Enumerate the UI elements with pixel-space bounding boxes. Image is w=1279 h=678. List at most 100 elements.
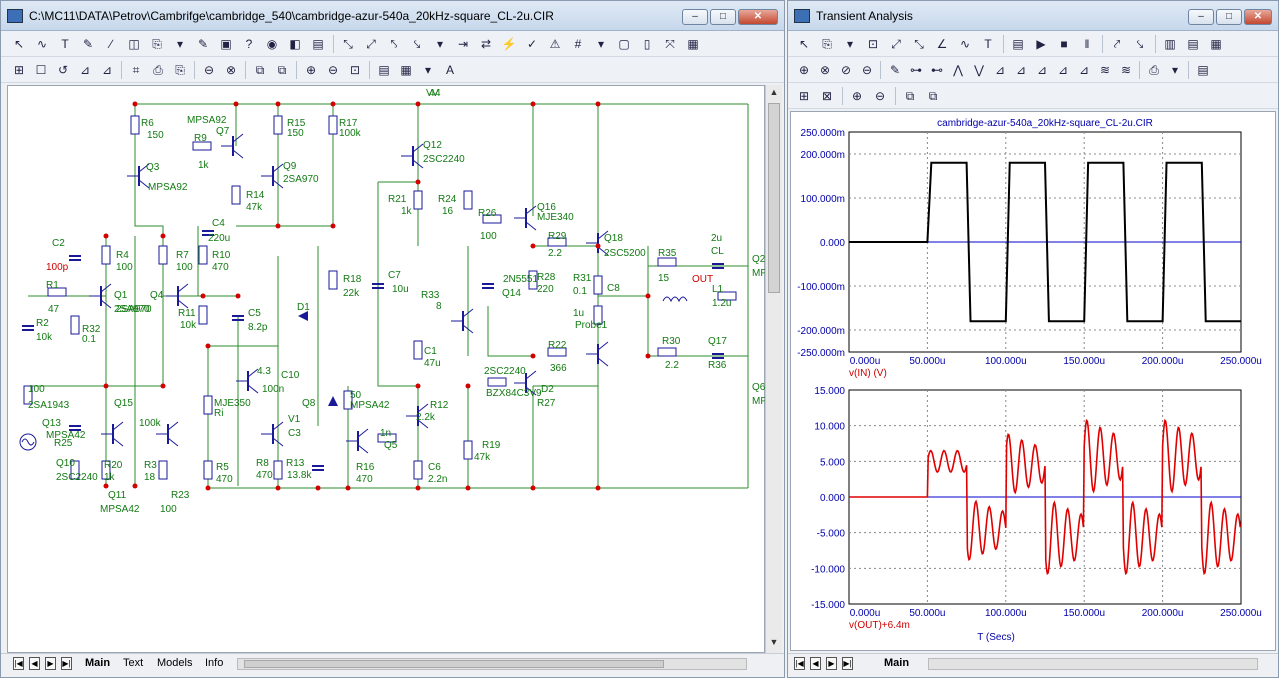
toolbar-tool-icon[interactable]: ▾ xyxy=(176,37,184,51)
toolbar-tool-icon[interactable]: ☐ xyxy=(35,63,47,77)
horizontal-scrollbar[interactable] xyxy=(928,658,1258,670)
toolbar-tool-icon[interactable]: ⎙ xyxy=(153,62,163,77)
toolbar-tool-icon[interactable]: ⇥ xyxy=(457,37,469,51)
toolbar-tool-icon[interactable]: ◉ xyxy=(266,37,278,51)
toolbar-tool-icon[interactable]: ⊿ xyxy=(1015,63,1027,77)
transient-plots[interactable]: cambridge-azur-540a_20kHz-square_CL-2u.C… xyxy=(791,112,1277,652)
toolbar-tool-icon[interactable]: ‖ xyxy=(1084,37,1090,51)
toolbar-tool-icon[interactable]: ▶ xyxy=(1036,37,1046,51)
toolbar-tool-icon[interactable]: ⎘ xyxy=(822,36,832,51)
toolbar-tool-icon[interactable]: ⊡ xyxy=(349,63,361,77)
tab-main[interactable]: Main xyxy=(85,657,111,669)
scroll-up-icon[interactable]: ▲ xyxy=(769,87,779,97)
toolbar-tool-icon[interactable]: ⤤ xyxy=(1113,36,1121,51)
toolbar-tool-icon[interactable]: ⧉ xyxy=(928,88,938,103)
toolbar-tool-icon[interactable]: ⊿ xyxy=(101,63,113,77)
toolbar-tool-icon[interactable]: ↖ xyxy=(798,37,810,51)
toolbar-tool-icon[interactable]: ⎙ xyxy=(1149,62,1159,77)
toolbar-tool-icon[interactable]: ▥ xyxy=(1164,37,1176,51)
toolbar-tool-icon[interactable]: # xyxy=(574,37,582,51)
maximize-button[interactable]: □ xyxy=(710,9,736,25)
toolbar-tool-icon[interactable]: ⎘ xyxy=(152,36,162,51)
close-button[interactable]: ✕ xyxy=(738,9,778,25)
toolbar-tool-icon[interactable]: ⊖ xyxy=(861,63,873,77)
toolbar-tool-icon[interactable]: ⤧ xyxy=(665,36,675,51)
toolbar-tool-icon[interactable]: ✎ xyxy=(82,37,94,51)
toolbar-tool-icon[interactable]: ⧉ xyxy=(255,62,265,77)
tab-first-icon[interactable]: |◀ xyxy=(794,657,805,670)
transient-title-bar[interactable]: Transient Analysis – □ ✕ xyxy=(788,1,1278,31)
tab-text[interactable]: Text xyxy=(123,657,144,669)
toolbar-tool-icon[interactable]: ▤ xyxy=(378,63,390,77)
schematic-drawing[interactable]: R6150MPSA92Q7R91kR15150R17100kQ122SC2240… xyxy=(8,86,792,654)
toolbar-tool-icon[interactable]: T xyxy=(61,37,69,51)
toolbar-tool-icon[interactable]: ⋀ xyxy=(953,63,963,77)
toolbar-tool-icon[interactable]: A xyxy=(445,63,454,77)
toolbar-tool-icon[interactable]: ≋ xyxy=(1120,63,1132,77)
toolbar-tool-icon[interactable]: ◧ xyxy=(289,37,301,51)
toolbar-tool-icon[interactable]: ✎ xyxy=(889,63,901,77)
tab-prev-icon[interactable]: ◀ xyxy=(29,657,40,670)
toolbar-tool-icon[interactable]: ⊘ xyxy=(840,63,852,77)
toolbar-tool-icon[interactable]: ▾ xyxy=(436,37,444,51)
toolbar-tool-icon[interactable]: ⊡ xyxy=(867,37,879,51)
toolbar-tool-icon[interactable]: ⚠ xyxy=(549,37,561,51)
toolbar-tool-icon[interactable]: ▾ xyxy=(597,37,605,51)
close-button[interactable]: ✕ xyxy=(1244,9,1272,25)
toolbar-tool-icon[interactable]: ▤ xyxy=(1012,37,1024,51)
toolbar-tool-icon[interactable]: ? xyxy=(245,37,253,51)
toolbar-tool-icon[interactable]: ▦ xyxy=(1210,37,1222,51)
toolbar-tool-icon[interactable]: ▤ xyxy=(1187,37,1199,51)
minimize-button[interactable]: – xyxy=(1188,9,1214,25)
toolbar-tool-icon[interactable]: ✎ xyxy=(197,37,209,51)
toolbar-tool-icon[interactable]: ⊶ xyxy=(910,63,922,77)
tab-models[interactable]: Models xyxy=(157,657,193,669)
toolbar-tool-icon[interactable]: ⊠ xyxy=(821,89,833,103)
maximize-button[interactable]: □ xyxy=(1216,9,1242,25)
tab-last-icon[interactable]: ▶| xyxy=(842,657,853,670)
toolbar-tool-icon[interactable]: ⊖ xyxy=(203,63,215,77)
toolbar-tool-icon[interactable]: ⊗ xyxy=(819,63,831,77)
toolbar-tool-icon[interactable]: ⊞ xyxy=(798,89,810,103)
toolbar-tool-icon[interactable]: ⤥ xyxy=(1136,36,1144,51)
toolbar-tool-icon[interactable]: ⇄ xyxy=(480,37,492,51)
tab-next-icon[interactable]: ▶ xyxy=(45,657,56,670)
vertical-scrollbar[interactable]: ▲ ▼ xyxy=(765,85,782,653)
toolbar-tool-icon[interactable]: ⧉ xyxy=(277,62,287,77)
schematic-title-bar[interactable]: C:\MC11\DATA\Petrov\Cambrifge\cambridge_… xyxy=(1,1,784,31)
toolbar-tool-icon[interactable]: ⎘ xyxy=(175,62,185,77)
tab-info[interactable]: Info xyxy=(205,657,224,669)
toolbar-tool-icon[interactable]: ■ xyxy=(1060,37,1068,51)
toolbar-tool-icon[interactable]: ⋁ xyxy=(974,63,984,77)
toolbar-tool-icon[interactable]: ▯ xyxy=(643,37,651,51)
scroll-down-icon[interactable]: ▼ xyxy=(769,637,779,647)
toolbar-tool-icon[interactable]: T xyxy=(984,37,992,51)
toolbar-tool-icon[interactable]: ⤢ xyxy=(891,36,901,51)
toolbar-tool-icon[interactable]: ⊕ xyxy=(798,63,810,77)
toolbar-tool-icon[interactable]: ⤥ xyxy=(413,36,421,51)
toolbar-tool-icon[interactable]: ⧉ xyxy=(905,88,915,103)
horizontal-scroll-thumb[interactable] xyxy=(244,660,664,668)
toolbar-tool-icon[interactable]: ⊕ xyxy=(851,89,863,103)
toolbar-tool-icon[interactable]: ⊖ xyxy=(874,89,886,103)
toolbar-tool-icon[interactable]: ▾ xyxy=(846,37,854,51)
toolbar-tool-icon[interactable]: ∿ xyxy=(959,37,971,51)
tab-prev-icon[interactable]: ◀ xyxy=(810,657,821,670)
toolbar-tool-icon[interactable]: ∿ xyxy=(36,37,48,51)
toolbar-tool-icon[interactable]: ◫ xyxy=(128,37,140,51)
horizontal-scrollbar[interactable] xyxy=(237,658,747,670)
toolbar-tool-icon[interactable]: ⤡ xyxy=(343,36,353,51)
toolbar-tool-icon[interactable]: ⊿ xyxy=(994,63,1006,77)
toolbar-tool-icon[interactable]: ↖ xyxy=(13,37,25,51)
toolbar-tool-icon[interactable]: ▦ xyxy=(687,37,699,51)
toolbar-tool-icon[interactable]: ⚡ xyxy=(501,37,517,51)
toolbar-tool-icon[interactable]: ⊿ xyxy=(1078,63,1090,77)
toolbar-tool-icon[interactable]: ▦ xyxy=(400,63,412,77)
toolbar-tool-icon[interactable]: ▤ xyxy=(312,37,324,51)
toolbar-tool-icon[interactable]: ⊗ xyxy=(225,63,237,77)
toolbar-tool-icon[interactable]: ⊿ xyxy=(1057,63,1069,77)
toolbar-tool-icon[interactable]: ⊕ xyxy=(305,63,317,77)
minimize-button[interactable]: – xyxy=(682,9,708,25)
toolbar-tool-icon[interactable]: ⤢ xyxy=(366,36,376,51)
toolbar-tool-icon[interactable]: ⊷ xyxy=(931,63,943,77)
